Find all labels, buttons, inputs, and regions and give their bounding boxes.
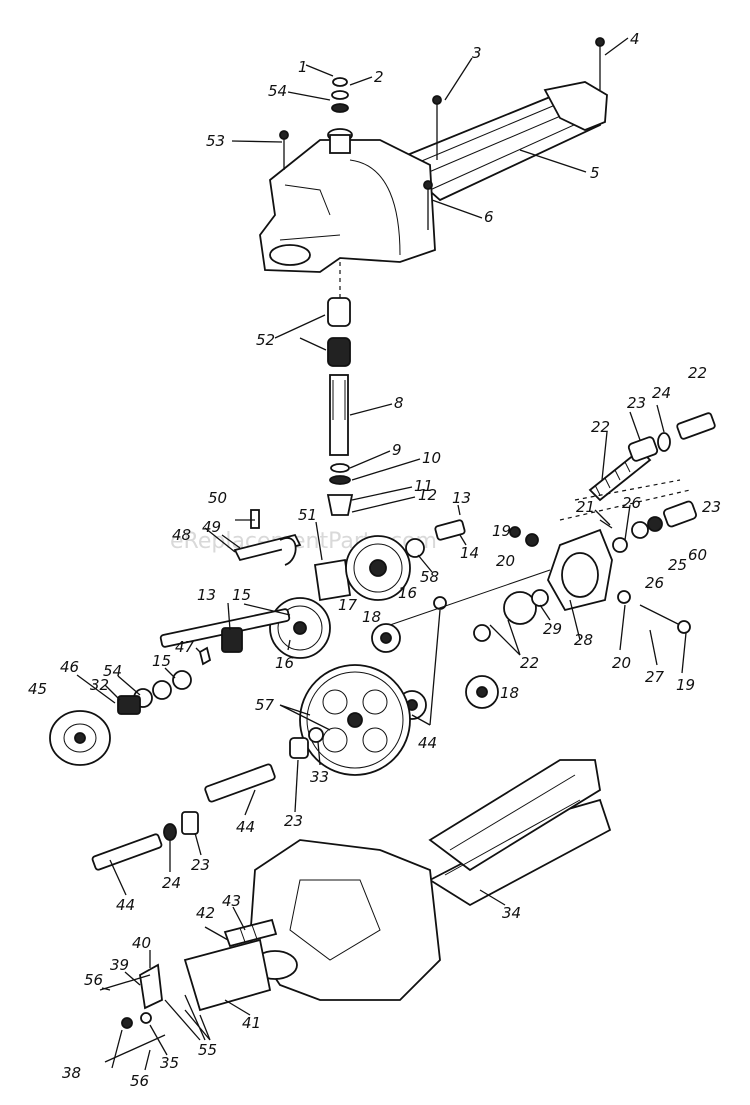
lower-housing xyxy=(183,759,612,1012)
callout-18: 18 xyxy=(362,608,381,626)
callout-26: 26 xyxy=(645,574,664,592)
callout-8: 8 xyxy=(394,394,404,412)
input-shaft xyxy=(326,374,354,516)
callout-13: 13 xyxy=(452,489,471,507)
lower-axle-group xyxy=(91,763,276,871)
callout-56: 56 xyxy=(84,971,103,989)
gear-16-upper xyxy=(345,519,466,601)
callout-48: 48 xyxy=(172,526,191,544)
callout-17: 17 xyxy=(338,596,358,614)
callout-44: 44 xyxy=(236,818,255,836)
callout-4: 4 xyxy=(630,30,640,48)
leader-lines xyxy=(76,37,687,1071)
callout-33: 33 xyxy=(310,768,329,786)
callout-19: 19 xyxy=(492,522,511,540)
callout-44: 44 xyxy=(418,734,437,752)
callout-57: 57 xyxy=(255,696,275,714)
callout-58: 58 xyxy=(420,568,439,586)
callout-16: 16 xyxy=(275,654,294,672)
callout-10: 10 xyxy=(422,449,441,467)
callout-16: 16 xyxy=(398,584,417,602)
callout-27: 27 xyxy=(645,668,665,686)
bolts-upper xyxy=(279,37,605,230)
callout-23: 23 xyxy=(702,498,721,516)
callout-28: 28 xyxy=(574,631,593,649)
right-axle-group xyxy=(559,412,716,521)
callout-40: 40 xyxy=(132,934,151,952)
callout-38: 38 xyxy=(62,1064,81,1082)
callout-22: 22 xyxy=(688,364,707,382)
callout-49: 49 xyxy=(202,518,221,536)
callout-54: 54 xyxy=(268,82,287,100)
callout-34: 34 xyxy=(502,904,521,922)
callout-23: 23 xyxy=(627,394,646,412)
callout-29: 29 xyxy=(543,620,562,638)
callout-3: 3 xyxy=(472,44,482,62)
callout-24: 24 xyxy=(652,384,671,402)
large-gear xyxy=(289,664,411,776)
callout-60: 60 xyxy=(688,546,707,564)
callout-45: 45 xyxy=(28,680,47,698)
callout-51: 51 xyxy=(298,506,317,524)
callout-12: 12 xyxy=(418,486,437,504)
callout-labels: 1 2 3 4 5 6 53 54 52 8 9 10 11 12 13 14 … xyxy=(28,30,721,1090)
callout-20: 20 xyxy=(612,654,631,672)
callout-56: 56 xyxy=(130,1072,149,1090)
callout-54: 54 xyxy=(103,662,122,680)
callout-41: 41 xyxy=(242,1014,261,1032)
callout-14: 14 xyxy=(460,544,479,562)
callout-23: 23 xyxy=(284,812,303,830)
pulley xyxy=(49,710,111,766)
callout-18: 18 xyxy=(500,684,519,702)
callout-24: 24 xyxy=(162,874,181,892)
callout-53: 53 xyxy=(206,132,225,150)
callout-5: 5 xyxy=(590,164,600,182)
callout-55: 55 xyxy=(198,1041,217,1059)
left-shaft-group xyxy=(117,597,331,715)
callout-9: 9 xyxy=(392,441,402,459)
callout-1: 1 xyxy=(298,58,308,76)
callout-46: 46 xyxy=(60,658,79,676)
callout-23: 23 xyxy=(191,856,210,874)
callout-32: 32 xyxy=(90,676,109,694)
callout-22: 22 xyxy=(591,418,610,436)
callout-15: 15 xyxy=(232,586,251,604)
callout-26: 26 xyxy=(622,494,641,512)
lower-small-parts xyxy=(99,963,206,1063)
callout-21: 21 xyxy=(576,498,595,516)
callout-6: 6 xyxy=(484,208,494,226)
bushings xyxy=(327,297,351,367)
callout-22: 22 xyxy=(520,654,539,672)
callout-43: 43 xyxy=(222,892,241,910)
callout-52: 52 xyxy=(256,331,275,349)
callout-19: 19 xyxy=(676,676,695,694)
bevel-gears xyxy=(433,589,549,642)
shift-fork xyxy=(233,509,352,602)
pinion-gears xyxy=(371,569,551,720)
callout-15: 15 xyxy=(152,652,171,670)
callout-39: 39 xyxy=(110,956,129,974)
callout-44: 44 xyxy=(116,896,135,914)
right-cover-group xyxy=(509,500,697,634)
callout-13: 13 xyxy=(197,586,216,604)
callout-25: 25 xyxy=(668,556,687,574)
callout-47: 47 xyxy=(175,638,195,656)
callout-35: 35 xyxy=(160,1054,179,1072)
callout-42: 42 xyxy=(196,904,215,922)
callout-2: 2 xyxy=(374,68,384,86)
upper-housing xyxy=(259,81,608,273)
callout-11: 11 xyxy=(414,477,433,495)
callout-20: 20 xyxy=(496,552,515,570)
callout-50: 50 xyxy=(208,489,227,507)
